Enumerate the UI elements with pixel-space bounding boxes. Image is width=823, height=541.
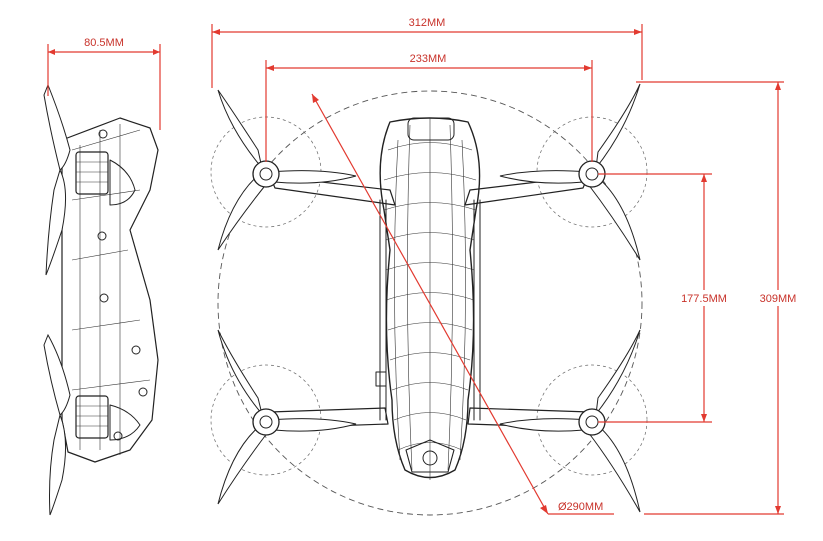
side-motor-upper <box>75 151 109 195</box>
prop-rear-right <box>499 329 641 513</box>
fuselage <box>375 117 481 480</box>
dim-motor-width: 233MM <box>265 53 593 162</box>
prop-front-left <box>217 89 357 251</box>
top-view <box>210 83 648 516</box>
side-prop-upper-top <box>43 83 71 171</box>
prop-rear-left <box>217 329 357 505</box>
dim-side-width-label: 80.5MM <box>84 37 124 49</box>
side-prop-lower-top <box>43 333 71 416</box>
side-camera-pod <box>109 159 136 206</box>
dim-diagonal-label: Ø290MM <box>558 501 603 513</box>
dim-overall-length-label: 309MM <box>760 293 797 305</box>
dim-overall-length: 309MM <box>636 81 806 515</box>
side-prop-upper-bottom <box>45 168 66 276</box>
dim-side-width: 80.5MM <box>47 37 161 130</box>
dim-diagonal: Ø290MM <box>311 93 614 515</box>
side-motor-lower <box>75 395 109 439</box>
dim-motor-length: 177.5MM <box>598 173 736 423</box>
side-frame-outline <box>61 117 159 463</box>
dim-motor-length-label: 177.5MM <box>681 293 727 305</box>
side-view <box>43 83 159 516</box>
dim-overall-width-label: 312MM <box>409 17 446 29</box>
dim-motor-width-label: 233MM <box>410 53 447 65</box>
prop-sweep-circle <box>217 90 643 516</box>
prop-front-right <box>499 83 641 261</box>
rear-pod <box>405 439 455 473</box>
side-prop-lower-bottom <box>49 413 67 516</box>
dim-overall-width: 312MM <box>211 17 643 88</box>
